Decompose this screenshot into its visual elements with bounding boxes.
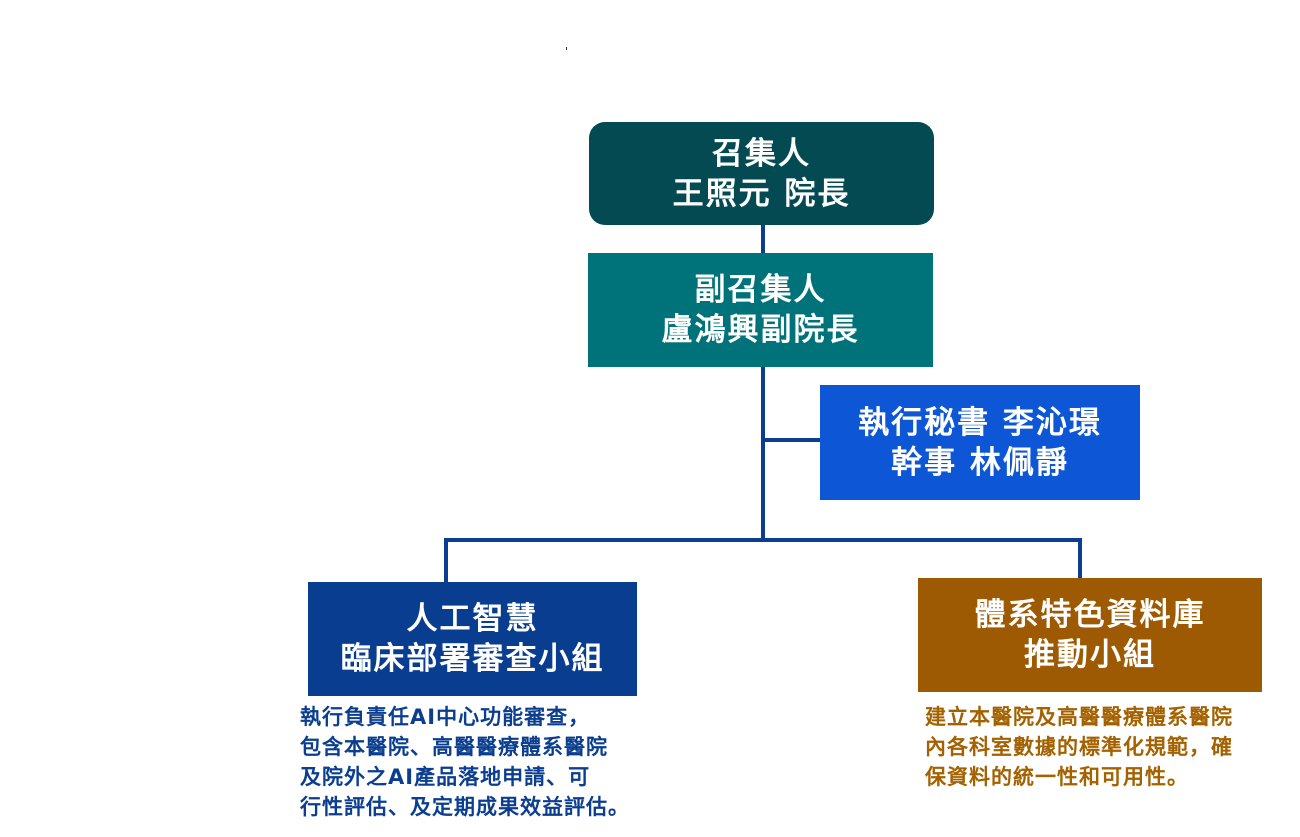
database-description-line: 建立本醫院及高醫醫療體系醫院 — [925, 705, 1233, 729]
ai-review-group-title-line2: 臨床部署審查小組 — [340, 641, 605, 677]
officer: 幹事 林佩靜 — [891, 444, 1069, 481]
convener-box: 召集人 王照元 院長 — [589, 122, 934, 225]
executive-secretary: 執行秘書 李沁璟 — [858, 404, 1102, 441]
ai-review-description-line: 行性評估、及定期成果效益評估。 — [300, 795, 630, 819]
ai-review-description-line: 包含本醫院、高醫醫療體系醫院 — [300, 735, 608, 759]
database-description-line: 保資料的統一性和可用性。 — [925, 765, 1189, 789]
database-group-box: 體系特色資料庫 推動小組 — [918, 578, 1262, 692]
stray-dot — [566, 47, 567, 50]
deputy-convener-title: 副召集人 — [694, 272, 827, 308]
ai-review-description: 執行負責任AI中心功能審查， 包含本醫院、高醫醫療體系醫院 及院外之AI產品落地… — [300, 702, 630, 822]
database-group-title-line1: 體系特色資料庫 — [974, 597, 1206, 633]
ai-review-description-line: 及院外之AI產品落地申請、可 — [300, 765, 591, 789]
ai-review-group-title-line1: 人工智慧 — [406, 601, 539, 637]
database-description: 建立本醫院及高醫醫療體系醫院 內各科室數據的標準化規範，確 保資料的統一性和可用… — [925, 702, 1233, 792]
deputy-convener-box: 副召集人 盧鴻興副院長 — [588, 253, 933, 367]
deputy-convener-name: 盧鴻興副院長 — [661, 312, 860, 348]
convener-name: 王照元 院長 — [672, 175, 851, 212]
ai-review-description-line: 執行負責任AI中心功能審查， — [300, 705, 591, 729]
ai-review-group-box: 人工智慧 臨床部署審查小組 — [308, 582, 637, 696]
convener-title: 召集人 — [712, 135, 811, 172]
database-group-title-line2: 推動小組 — [1024, 637, 1156, 673]
database-description-line: 內各科室數據的標準化規範，確 — [925, 735, 1233, 759]
secretary-box: 執行秘書 李沁璟 幹事 林佩靜 — [820, 385, 1140, 500]
